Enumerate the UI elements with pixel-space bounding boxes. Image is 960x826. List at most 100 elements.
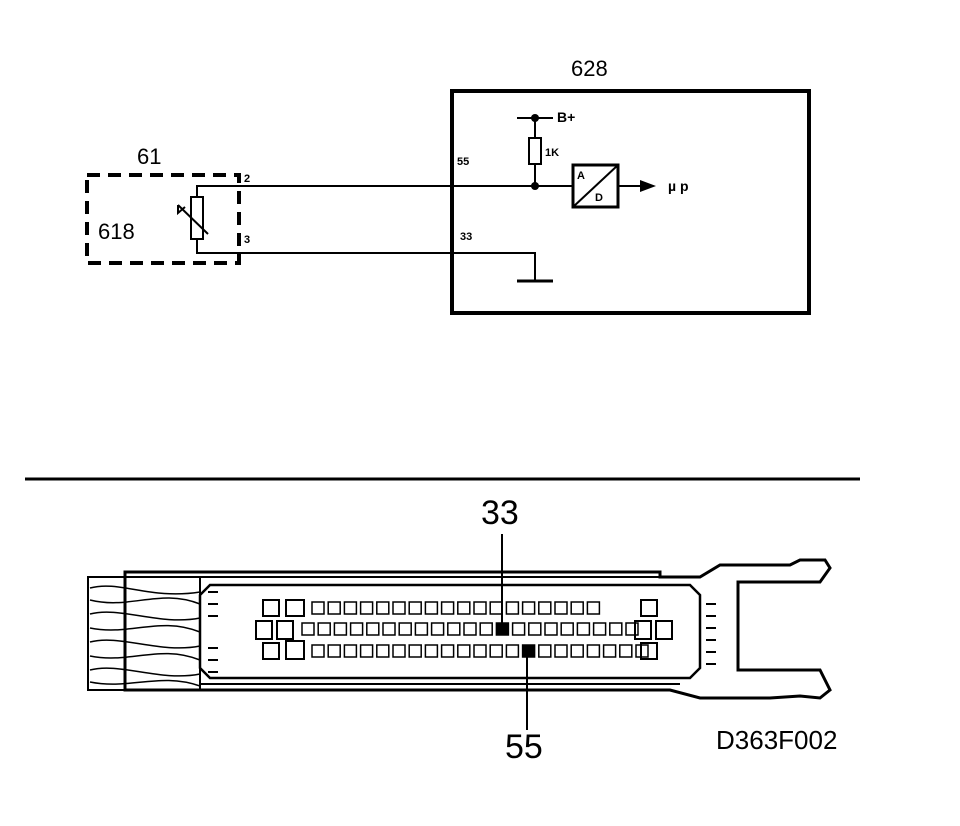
connector-pin <box>570 601 584 615</box>
connector-pin <box>311 601 325 615</box>
connector-pin <box>586 644 601 658</box>
connector-pin <box>538 601 552 615</box>
coding-pin <box>634 620 652 640</box>
sensor-inner-label: 618 <box>98 219 135 244</box>
adc-a-label: A <box>577 170 585 182</box>
sensor-lead-bottom <box>196 239 242 254</box>
sensor-pin-3: 3 <box>244 234 250 246</box>
connector-pin <box>392 644 406 658</box>
pin-row-2 <box>301 622 639 636</box>
wire-bundle <box>87 576 201 691</box>
sensor-pin-2: 2 <box>244 173 250 185</box>
connector-pin <box>440 601 455 615</box>
connector-pin <box>609 622 623 636</box>
variable-arrow-head <box>177 205 186 216</box>
connector-pin <box>376 644 390 658</box>
connector-pin <box>625 622 639 636</box>
connector-pin <box>359 644 374 658</box>
ecu-pin-55: 55 <box>457 156 469 168</box>
connector-pin <box>463 622 477 636</box>
ecu-pin-33: 33 <box>460 231 472 243</box>
pullup-resistor <box>528 137 542 165</box>
connector-pin <box>359 601 374 615</box>
connector-pin <box>343 644 358 658</box>
coding-pin <box>262 599 280 617</box>
connector-pin <box>366 622 380 636</box>
connector-pin <box>592 622 607 636</box>
adc-output-arrow <box>640 180 656 192</box>
sensor-box <box>85 173 241 265</box>
highlighted-pin <box>521 644 536 658</box>
connector-pin <box>528 622 542 636</box>
connector-pin <box>544 622 558 636</box>
coding-pin <box>276 620 294 640</box>
connector-pin <box>505 644 520 658</box>
connector-pin <box>554 644 568 658</box>
connector-pin <box>473 644 487 658</box>
connector-pin <box>447 622 461 636</box>
left-latch <box>208 591 218 673</box>
connector-pin <box>505 601 520 615</box>
connector-pin <box>538 644 552 658</box>
connector-pin <box>408 644 422 658</box>
connector-pin <box>327 644 341 658</box>
right-latch <box>706 603 716 665</box>
connector-pin <box>635 644 649 658</box>
pin-row-3 <box>311 644 649 658</box>
connector-pin <box>489 644 503 658</box>
connector-pin <box>424 644 439 658</box>
ecu-box <box>450 89 811 315</box>
connector-pin <box>317 622 331 636</box>
connector-pin <box>511 622 526 636</box>
connector-pin <box>327 601 341 615</box>
connector-pin <box>619 644 633 658</box>
coding-pin <box>285 599 305 617</box>
connector-pin <box>430 622 445 636</box>
coding-pin <box>640 599 658 617</box>
callout-label-55: 55 <box>505 728 543 766</box>
resistor-label: 1K <box>545 147 559 159</box>
coding-pin <box>255 620 273 640</box>
coding-pin <box>262 642 280 660</box>
connector-pin <box>521 601 536 615</box>
figure-code: D363F002 <box>716 725 837 755</box>
adc-diagonal <box>572 164 619 208</box>
connector-pin <box>392 601 406 615</box>
connector-pin <box>398 622 412 636</box>
connector-pin <box>333 622 348 636</box>
supply-label: B+ <box>557 109 575 125</box>
connector-pin <box>586 601 601 615</box>
ecu-connector <box>87 534 832 730</box>
adc-d-label: D <box>595 192 603 204</box>
connector-pin <box>440 644 455 658</box>
sensor-lead-top <box>196 185 242 197</box>
connector-pin <box>554 601 568 615</box>
connector-pin <box>570 644 584 658</box>
connector-pin <box>473 601 487 615</box>
connector-pin <box>343 601 358 615</box>
connector-pin <box>301 622 315 636</box>
wire-pin-33 <box>242 252 536 281</box>
connector-pin <box>376 601 390 615</box>
callout-label-33: 33 <box>481 494 519 532</box>
connector-pin <box>349 622 364 636</box>
output-label: µ p <box>668 178 689 194</box>
connector-pin <box>602 644 617 658</box>
schematic: 628 61 618 2 3 55 33 B+ 1K <box>85 56 811 315</box>
coding-pin <box>640 642 658 660</box>
connector-pin <box>424 601 439 615</box>
connector-pin <box>311 644 325 658</box>
ecu-label: 628 <box>571 56 608 81</box>
connector-pin <box>560 622 574 636</box>
coding-pin <box>285 640 305 660</box>
sensor-outer-label: 61 <box>137 144 161 169</box>
connector-pin <box>489 601 503 615</box>
connector-pin <box>414 622 429 636</box>
connector-pin <box>479 622 493 636</box>
connector-pin <box>457 644 471 658</box>
pin-row-1 <box>311 601 601 615</box>
pin-plate <box>198 583 702 680</box>
connector-pin <box>408 601 422 615</box>
connector-pin <box>457 601 471 615</box>
